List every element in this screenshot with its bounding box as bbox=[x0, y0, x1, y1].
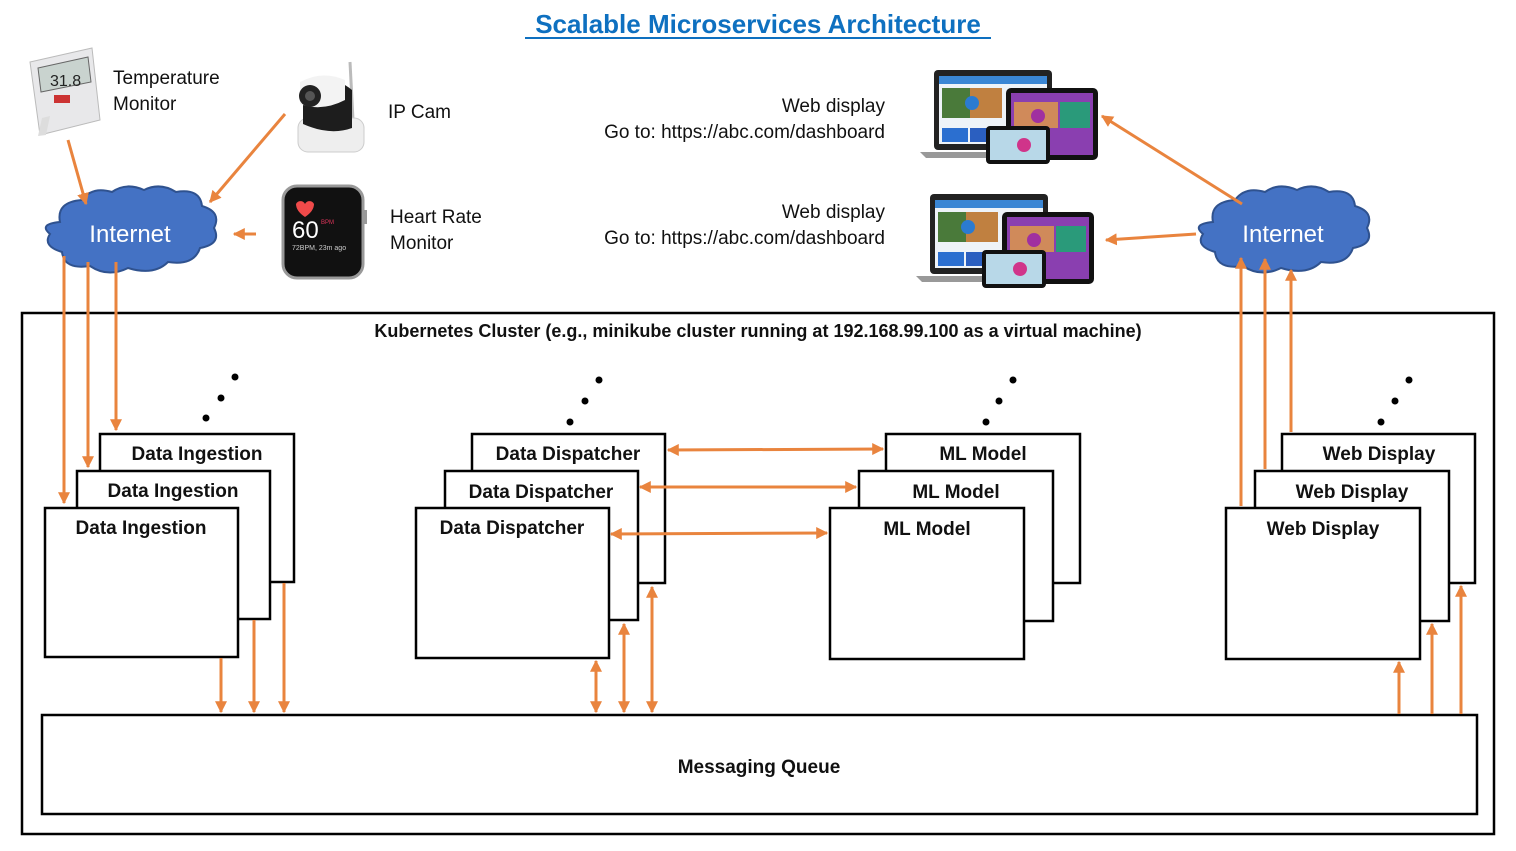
ellipsis-dots bbox=[566, 376, 603, 426]
internet-label-left: Internet bbox=[89, 221, 171, 248]
svg-text:Web Display: Web Display bbox=[1323, 444, 1436, 465]
svg-text:Data Dispatcher: Data Dispatcher bbox=[496, 444, 641, 465]
ellipsis-dots bbox=[202, 373, 239, 422]
web-display-stack: Web Display Web Display Web Display bbox=[1224, 376, 1477, 661]
svg-text:Go to: https://abc.com/dashboa: Go to: https://abc.com/dashboard bbox=[604, 122, 885, 143]
svg-text:Data Ingestion: Data Ingestion bbox=[108, 481, 239, 502]
arrow-internet-to-display1 bbox=[1100, 114, 1243, 206]
internet-cloud-left: Internet bbox=[44, 185, 218, 274]
service-box[interactable] bbox=[1224, 506, 1422, 661]
ellipsis-dots bbox=[1377, 376, 1413, 426]
multi-device-screen-icon bbox=[920, 70, 1098, 164]
svg-text:Go to: https://abc.com/dashboa: Go to: https://abc.com/dashboard bbox=[604, 228, 885, 249]
temperature-monitor-label-line1: Temperature bbox=[113, 68, 220, 89]
service-box[interactable] bbox=[828, 506, 1026, 661]
arrow-dispatcher-ml bbox=[609, 527, 829, 540]
internet-cloud-right: Internet bbox=[1197, 185, 1371, 274]
messaging-queue-box[interactable] bbox=[40, 713, 1479, 816]
svg-text:Web Display: Web Display bbox=[1267, 519, 1380, 540]
svg-text:72BPM, 23m ago: 72BPM, 23m ago bbox=[292, 245, 346, 252]
diagram-title: Scalable Microservices Architecture bbox=[535, 9, 981, 39]
svg-text:Data Ingestion: Data Ingestion bbox=[132, 444, 263, 465]
internet-label-right: Internet bbox=[1242, 221, 1324, 248]
temperature-monitor-label-line2: Monitor bbox=[113, 94, 177, 115]
cloud-icon bbox=[44, 185, 218, 274]
svg-text:Web display: Web display bbox=[782, 202, 886, 223]
svg-text:Data Ingestion: Data Ingestion bbox=[76, 518, 207, 539]
svg-text:Data Dispatcher: Data Dispatcher bbox=[469, 482, 614, 503]
service-box[interactable] bbox=[414, 506, 611, 660]
svg-text:31.8: 31.8 bbox=[50, 73, 81, 90]
arrow-cam-to-internet bbox=[208, 113, 287, 203]
heart-rate-monitor-label-line1: Heart Rate bbox=[390, 207, 482, 228]
svg-text:ML Model: ML Model bbox=[883, 519, 970, 540]
data-ingestion-stack: Data Ingestion Data Ingestion Data Inges… bbox=[43, 373, 296, 659]
kubernetes-cluster-box bbox=[20, 311, 1496, 836]
arrow-internet-to-display2 bbox=[1104, 232, 1197, 246]
thermometer-device-icon: 31.8 bbox=[29, 47, 101, 136]
ip-cam-label: IP Cam bbox=[388, 102, 451, 123]
svg-text:BPM: BPM bbox=[321, 220, 334, 226]
svg-text:Web display: Web display bbox=[782, 96, 886, 117]
svg-text:ML Model: ML Model bbox=[939, 444, 1026, 465]
data-dispatcher-stack: Data Dispatcher Data Dispatcher Data Dis… bbox=[414, 376, 667, 660]
svg-text:Data Dispatcher: Data Dispatcher bbox=[440, 518, 585, 539]
multi-device-screen-icon bbox=[916, 194, 1094, 288]
web-display-text-2: Web display Go to: https://abc.com/dashb… bbox=[604, 202, 885, 249]
smartwatch-icon: 60 BPM 72BPM, 23m ago bbox=[281, 184, 367, 280]
cloud-icon bbox=[1197, 185, 1371, 274]
svg-text:60: 60 bbox=[292, 217, 319, 244]
ellipsis-dots bbox=[982, 376, 1017, 426]
ip-camera-icon bbox=[297, 61, 365, 153]
svg-text:ML Model: ML Model bbox=[912, 482, 999, 503]
ml-model-stack: ML Model ML Model ML Model bbox=[828, 376, 1082, 661]
arrow-temp-to-internet bbox=[66, 139, 89, 206]
heart-rate-monitor-label-line2: Monitor bbox=[390, 233, 454, 254]
kubernetes-cluster-label: Kubernetes Cluster (e.g., minikube clust… bbox=[374, 321, 1141, 341]
svg-text:Web Display: Web Display bbox=[1296, 482, 1409, 503]
messaging-queue-label: Messaging Queue bbox=[678, 757, 841, 778]
web-display-text-1: Web display Go to: https://abc.com/dashb… bbox=[604, 96, 885, 143]
service-box[interactable] bbox=[43, 506, 240, 659]
arrow-dispatcher-ml bbox=[666, 443, 885, 456]
